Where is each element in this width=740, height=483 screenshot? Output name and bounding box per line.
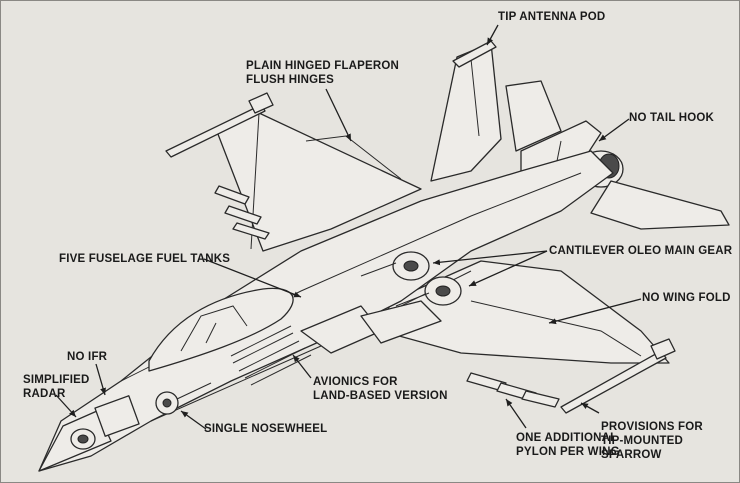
label-line: TIP-MOUNTED bbox=[601, 435, 684, 447]
label-text: TIP ANTENNA POD bbox=[498, 11, 606, 23]
label-line: SIMPLIFIED bbox=[23, 374, 90, 386]
label-line: FLUSH HINGES bbox=[246, 74, 335, 86]
label-sparrow: PROVISIONS FOR TIP-MOUNTED SPARROW bbox=[601, 420, 703, 462]
label-no-ifr: NO IFR bbox=[67, 350, 107, 364]
label-text: SINGLE NOSEWHEEL bbox=[204, 423, 328, 435]
label-line: PLAIN HINGED FLAPERON bbox=[246, 60, 400, 72]
label-flaperon: PLAIN HINGED FLAPERON FLUSH HINGES bbox=[246, 59, 399, 87]
label-tip-antenna-pod: TIP ANTENNA POD bbox=[498, 10, 605, 24]
label-line: SPARROW bbox=[601, 449, 662, 461]
label-main-gear: CANTILEVER OLEO MAIN GEAR bbox=[549, 244, 732, 258]
label-radar: SIMPLIFIED RADAR bbox=[23, 373, 90, 401]
label-fuel-tanks: FIVE FUSELAGE FUEL TANKS bbox=[59, 252, 230, 266]
label-no-wing-fold: NO WING FOLD bbox=[642, 291, 731, 305]
label-line: LAND-BASED VERSION bbox=[313, 390, 448, 402]
label-text: NO TAIL HOOK bbox=[629, 112, 715, 124]
label-line: RADAR bbox=[23, 388, 66, 400]
label-text: CANTILEVER OLEO MAIN GEAR bbox=[549, 245, 733, 257]
label-no-tail-hook: NO TAIL HOOK bbox=[629, 111, 714, 125]
label-text: NO WING FOLD bbox=[642, 292, 731, 304]
label-line: PROVISIONS FOR bbox=[601, 421, 703, 433]
label-avionics: AVIONICS FOR LAND-BASED VERSION bbox=[313, 375, 448, 403]
leader-lines bbox=[55, 24, 642, 430]
label-line: PYLON PER WING bbox=[516, 446, 620, 458]
label-text: FIVE FUSELAGE FUEL TANKS bbox=[59, 253, 231, 265]
label-pylon: ONE ADDITIONAL PYLON PER WING bbox=[516, 431, 620, 459]
label-nosewheel: SINGLE NOSEWHEEL bbox=[204, 422, 327, 436]
label-line: AVIONICS FOR bbox=[313, 376, 398, 388]
aircraft-illustration bbox=[38, 40, 730, 472]
label-text: NO IFR bbox=[67, 351, 108, 363]
label-line: ONE ADDITIONAL bbox=[516, 432, 618, 444]
